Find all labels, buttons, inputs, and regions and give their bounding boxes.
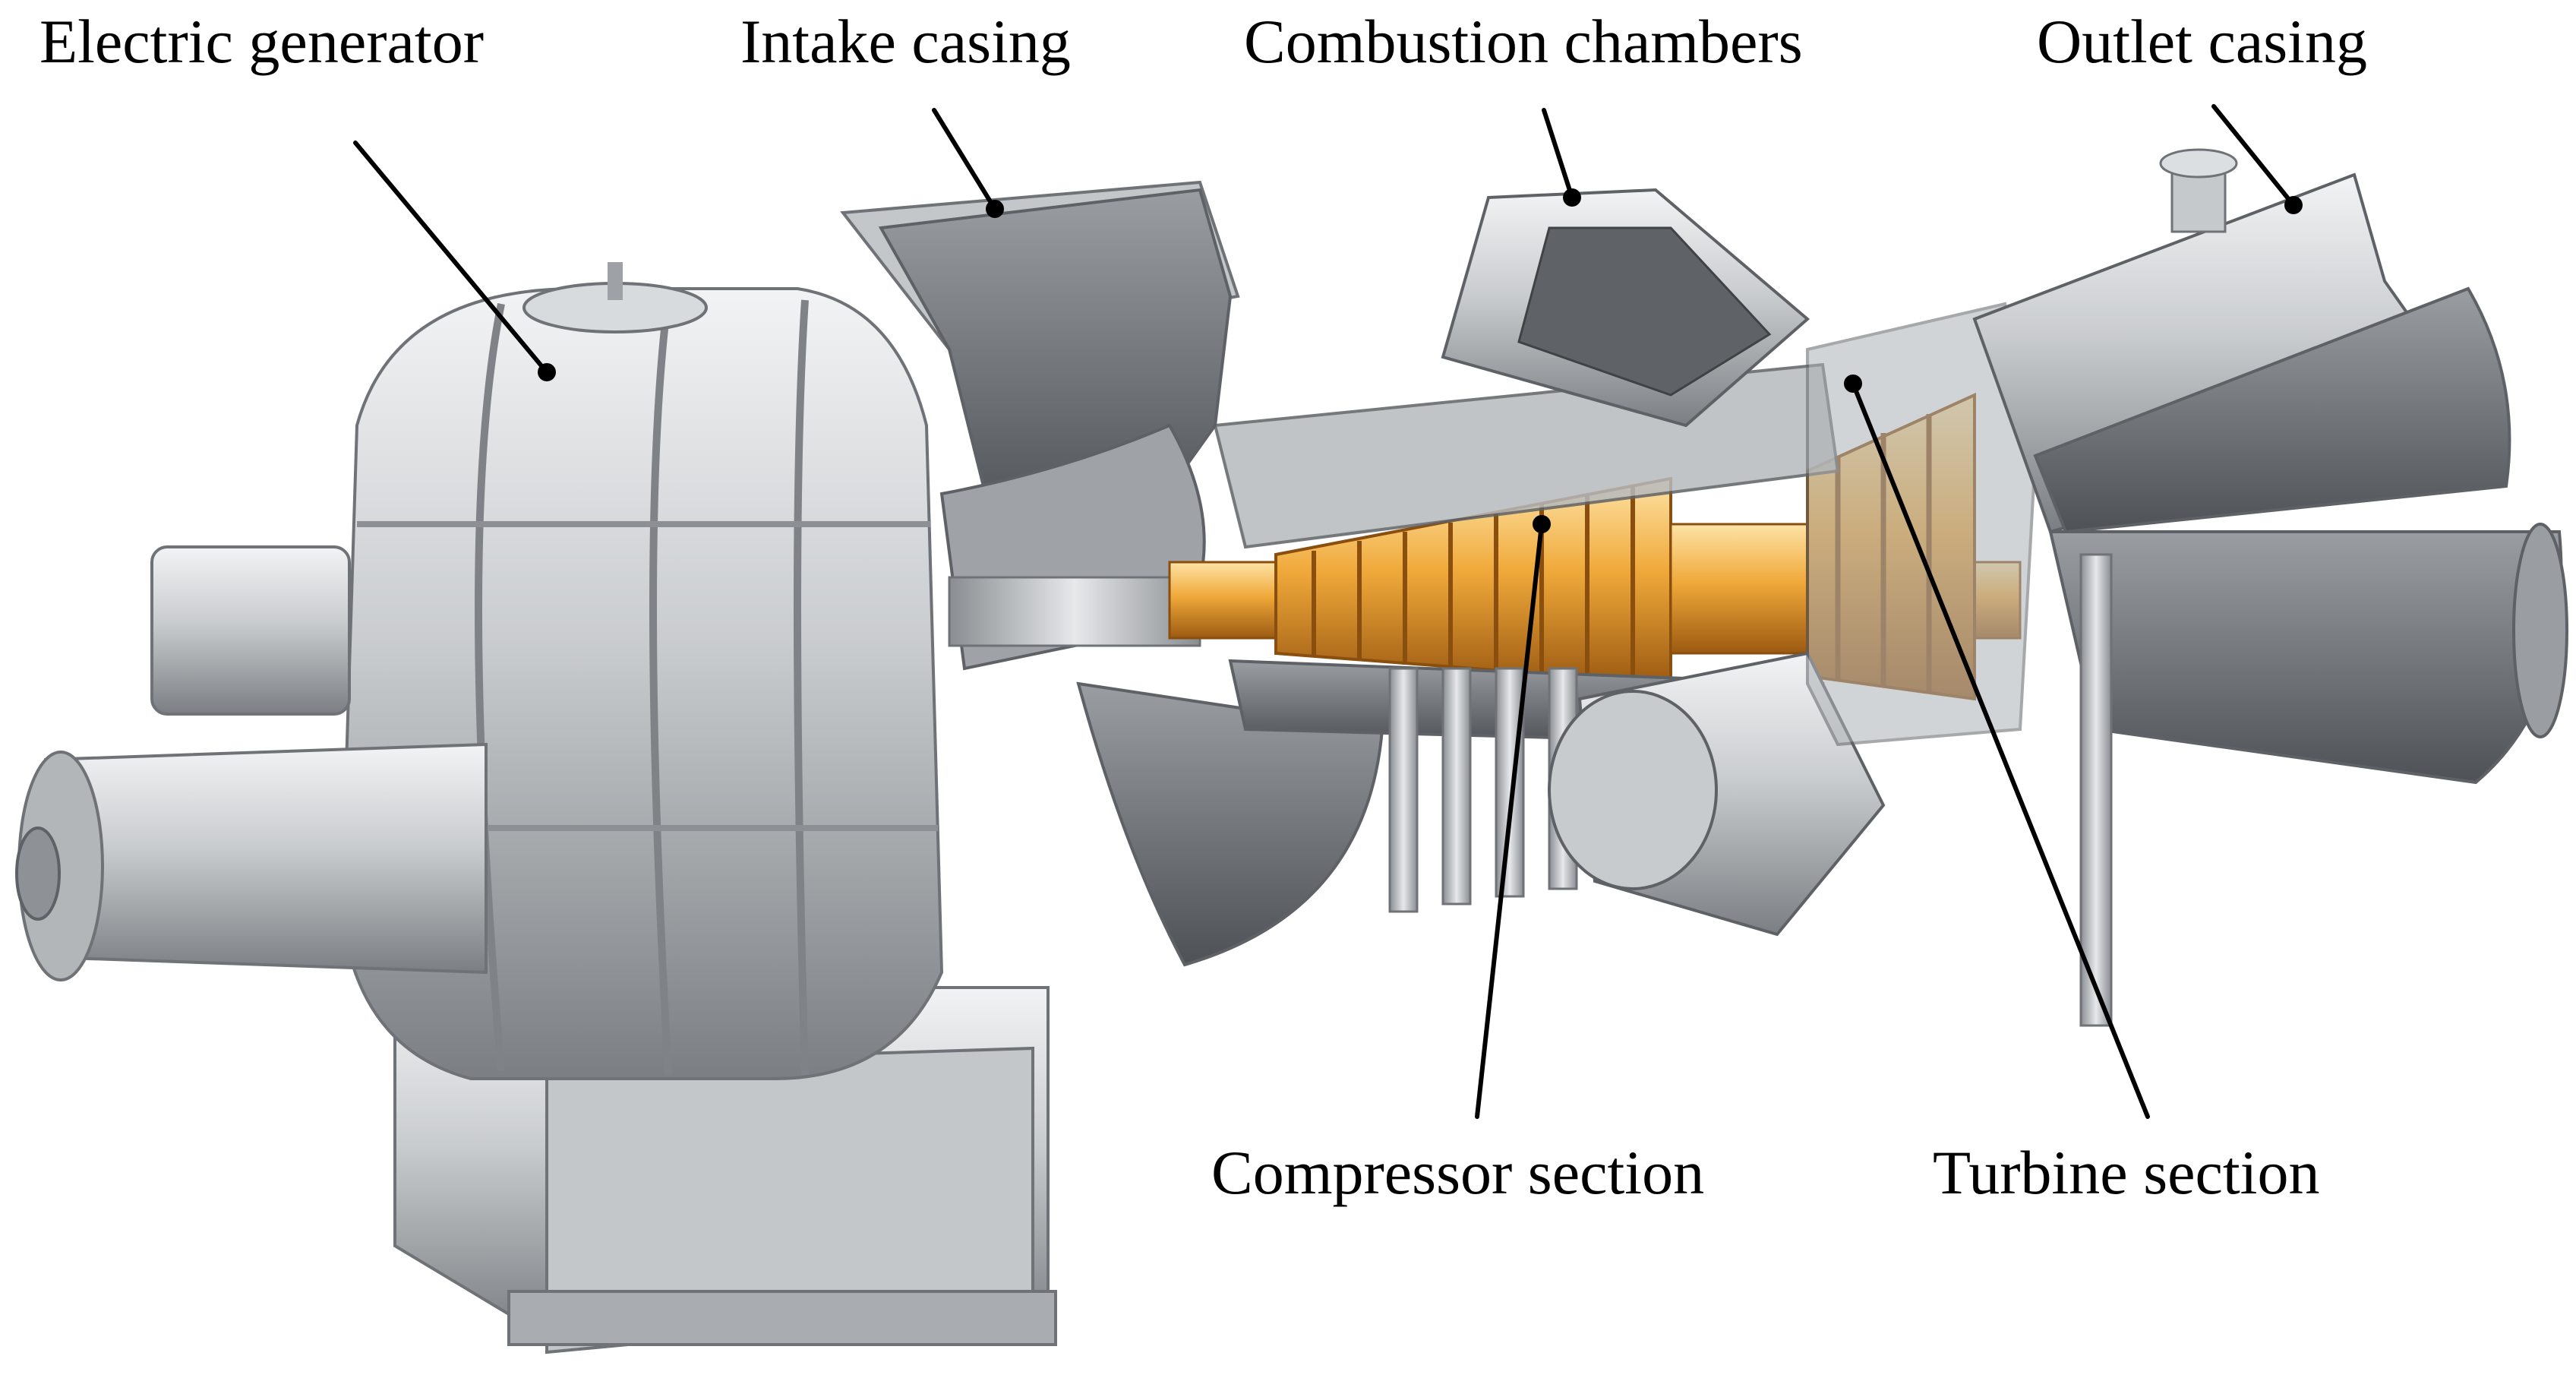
outlet-diffuser-lower xyxy=(2048,530,2563,785)
generator-rib-2 xyxy=(649,296,672,1076)
label-compressor-section: Compressor section xyxy=(1211,1138,1705,1207)
outlet-flange xyxy=(2512,523,2568,738)
outlet-top-port-cap xyxy=(2159,148,2238,179)
leader-electric-generator xyxy=(353,141,549,375)
combustor-upper-liner xyxy=(1517,226,1772,397)
leader-lines xyxy=(353,104,2296,1119)
leader-turbine-section xyxy=(1851,381,2150,1119)
leader-outlet-casing xyxy=(2211,104,2296,207)
label-intake-casing: Intake casing xyxy=(740,7,1071,76)
generator-housing xyxy=(339,287,944,1080)
label-combustion-chambers: Combustion chambers xyxy=(1244,7,1803,76)
label-electric-generator: Electric generator xyxy=(39,7,485,76)
outlet-casing xyxy=(1972,148,2568,1027)
generator-shaft-end xyxy=(15,826,61,921)
generator-front-cylinder xyxy=(36,742,488,975)
label-turbine-section: Turbine section xyxy=(1933,1138,2320,1207)
label-outlet-casing: Outlet casing xyxy=(2037,7,2367,76)
leader-combustion-chambers xyxy=(1542,108,1574,200)
outlet-support-leg xyxy=(2079,553,2113,1027)
electric-generator xyxy=(15,262,1057,1354)
combustor-lower-cap xyxy=(1548,690,1718,890)
generator-rib-1 xyxy=(475,303,505,1072)
generator-rib-3 xyxy=(794,299,809,1076)
exciter-block xyxy=(150,545,351,716)
intake-casing xyxy=(840,180,1384,967)
combustion-chambers xyxy=(1441,188,1886,937)
outlet-diffuser-upper xyxy=(2033,286,2511,534)
leader-intake-casing xyxy=(932,108,997,211)
rotor-midshaft xyxy=(1669,523,1824,655)
generator-hatch-stem xyxy=(608,262,623,300)
leader-compressor-section xyxy=(1475,522,1544,1119)
generator-foot xyxy=(507,1290,1057,1346)
leader-dots xyxy=(538,188,2303,533)
coupling-shaft xyxy=(948,576,1201,647)
intake-lower-bowl xyxy=(1076,681,1384,967)
